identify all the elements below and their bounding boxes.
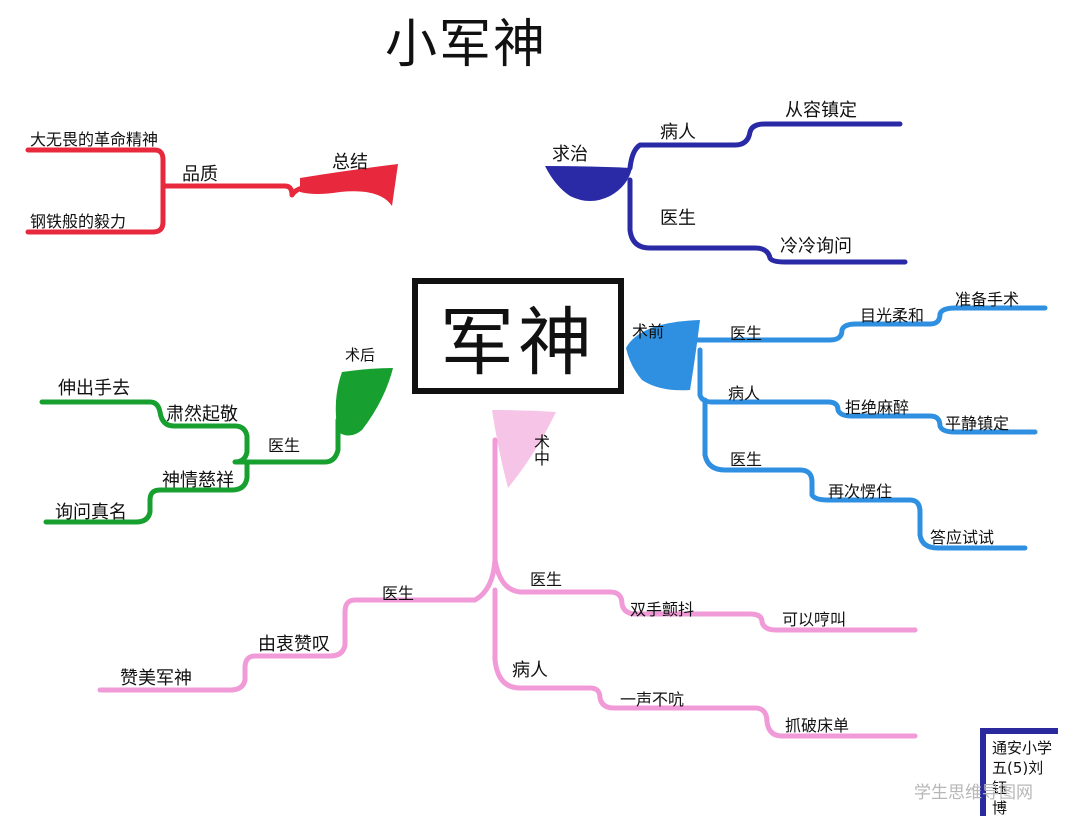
navy-branch-lines bbox=[627, 121, 908, 265]
watermark: 学生思维导图网 bbox=[914, 783, 1033, 803]
blue-r2-mid: 拒绝麻醉 bbox=[845, 398, 910, 417]
pink-patient-label: 病人 bbox=[512, 660, 548, 681]
navy-patient-leaf: 从容镇定 bbox=[785, 100, 857, 121]
author-box: 通安小学 五(5)刘钰 博 bbox=[980, 728, 1058, 817]
navy-doctor-label: 医生 bbox=[660, 208, 696, 229]
center-node-label: 军神 bbox=[440, 299, 596, 386]
pink-left-leaf: 赞美军神 bbox=[120, 668, 192, 689]
blue-r3-mid: 再次愣住 bbox=[828, 482, 893, 501]
navy-hub-label: 求治 bbox=[552, 144, 588, 165]
red-hub-label: 总结 bbox=[332, 152, 368, 173]
green-mid-bottom: 神情慈祥 bbox=[162, 470, 234, 491]
pink-branch-lines bbox=[97, 437, 918, 739]
pink-patient-mid: 一声不吭 bbox=[620, 690, 685, 709]
blue-r1-leaf: 准备手术 bbox=[955, 290, 1020, 309]
blue-r3-leaf: 答应试试 bbox=[930, 528, 995, 547]
navy-patient-label: 病人 bbox=[660, 122, 696, 143]
author-school: 通安小学 bbox=[992, 739, 1053, 757]
blue-r2-leaf: 平静镇定 bbox=[945, 414, 1010, 433]
pink-hub-label: 术中 bbox=[531, 434, 550, 466]
page-title: 小军神 bbox=[385, 15, 548, 75]
pink-hub-blob bbox=[492, 410, 556, 488]
blue-r1-mid: 目光柔和 bbox=[860, 306, 925, 325]
green-hub-blob bbox=[335, 368, 393, 436]
red-branch-lines bbox=[25, 147, 348, 235]
green-hub-label: 术后 bbox=[345, 346, 376, 364]
red-mid-label: 品质 bbox=[182, 164, 218, 185]
red-leaf-top: 大无畏的革命精神 bbox=[30, 130, 159, 149]
navy-hub-blob bbox=[545, 166, 632, 201]
blue-r2-label: 病人 bbox=[728, 384, 761, 403]
green-leaf-top: 伸出手去 bbox=[58, 378, 130, 399]
pink-patient-leaf: 抓破床单 bbox=[785, 716, 850, 735]
blue-r3-label: 医生 bbox=[730, 450, 763, 469]
green-leaf-bottom: 询问真名 bbox=[55, 502, 127, 523]
pink-right-doctor-mid: 双手颤抖 bbox=[630, 600, 695, 619]
pink-right-doctor-leaf: 可以哼叫 bbox=[782, 610, 847, 629]
center-node: 军神 bbox=[412, 278, 624, 394]
navy-doctor-leaf: 冷冷询问 bbox=[780, 236, 852, 257]
pink-left-mid: 由衷赞叹 bbox=[258, 634, 330, 655]
green-branch-lines bbox=[39, 399, 341, 525]
red-hub-blob bbox=[300, 164, 398, 206]
green-mid-top: 肃然起敬 bbox=[166, 404, 238, 425]
pink-right-doctor: 医生 bbox=[530, 570, 563, 589]
blue-hub-label: 术前 bbox=[632, 322, 665, 341]
green-doctor-label: 医生 bbox=[268, 436, 301, 455]
blue-hub-blob bbox=[626, 320, 700, 391]
red-leaf-bottom: 钢铁般的毅力 bbox=[30, 212, 127, 231]
blue-branch-lines bbox=[692, 305, 1048, 551]
author-name: 博 bbox=[992, 799, 1008, 817]
pink-left-doctor: 医生 bbox=[382, 584, 415, 603]
blue-r1-label: 医生 bbox=[730, 324, 763, 343]
author-class: 五(5)刘钰 bbox=[992, 759, 1044, 797]
